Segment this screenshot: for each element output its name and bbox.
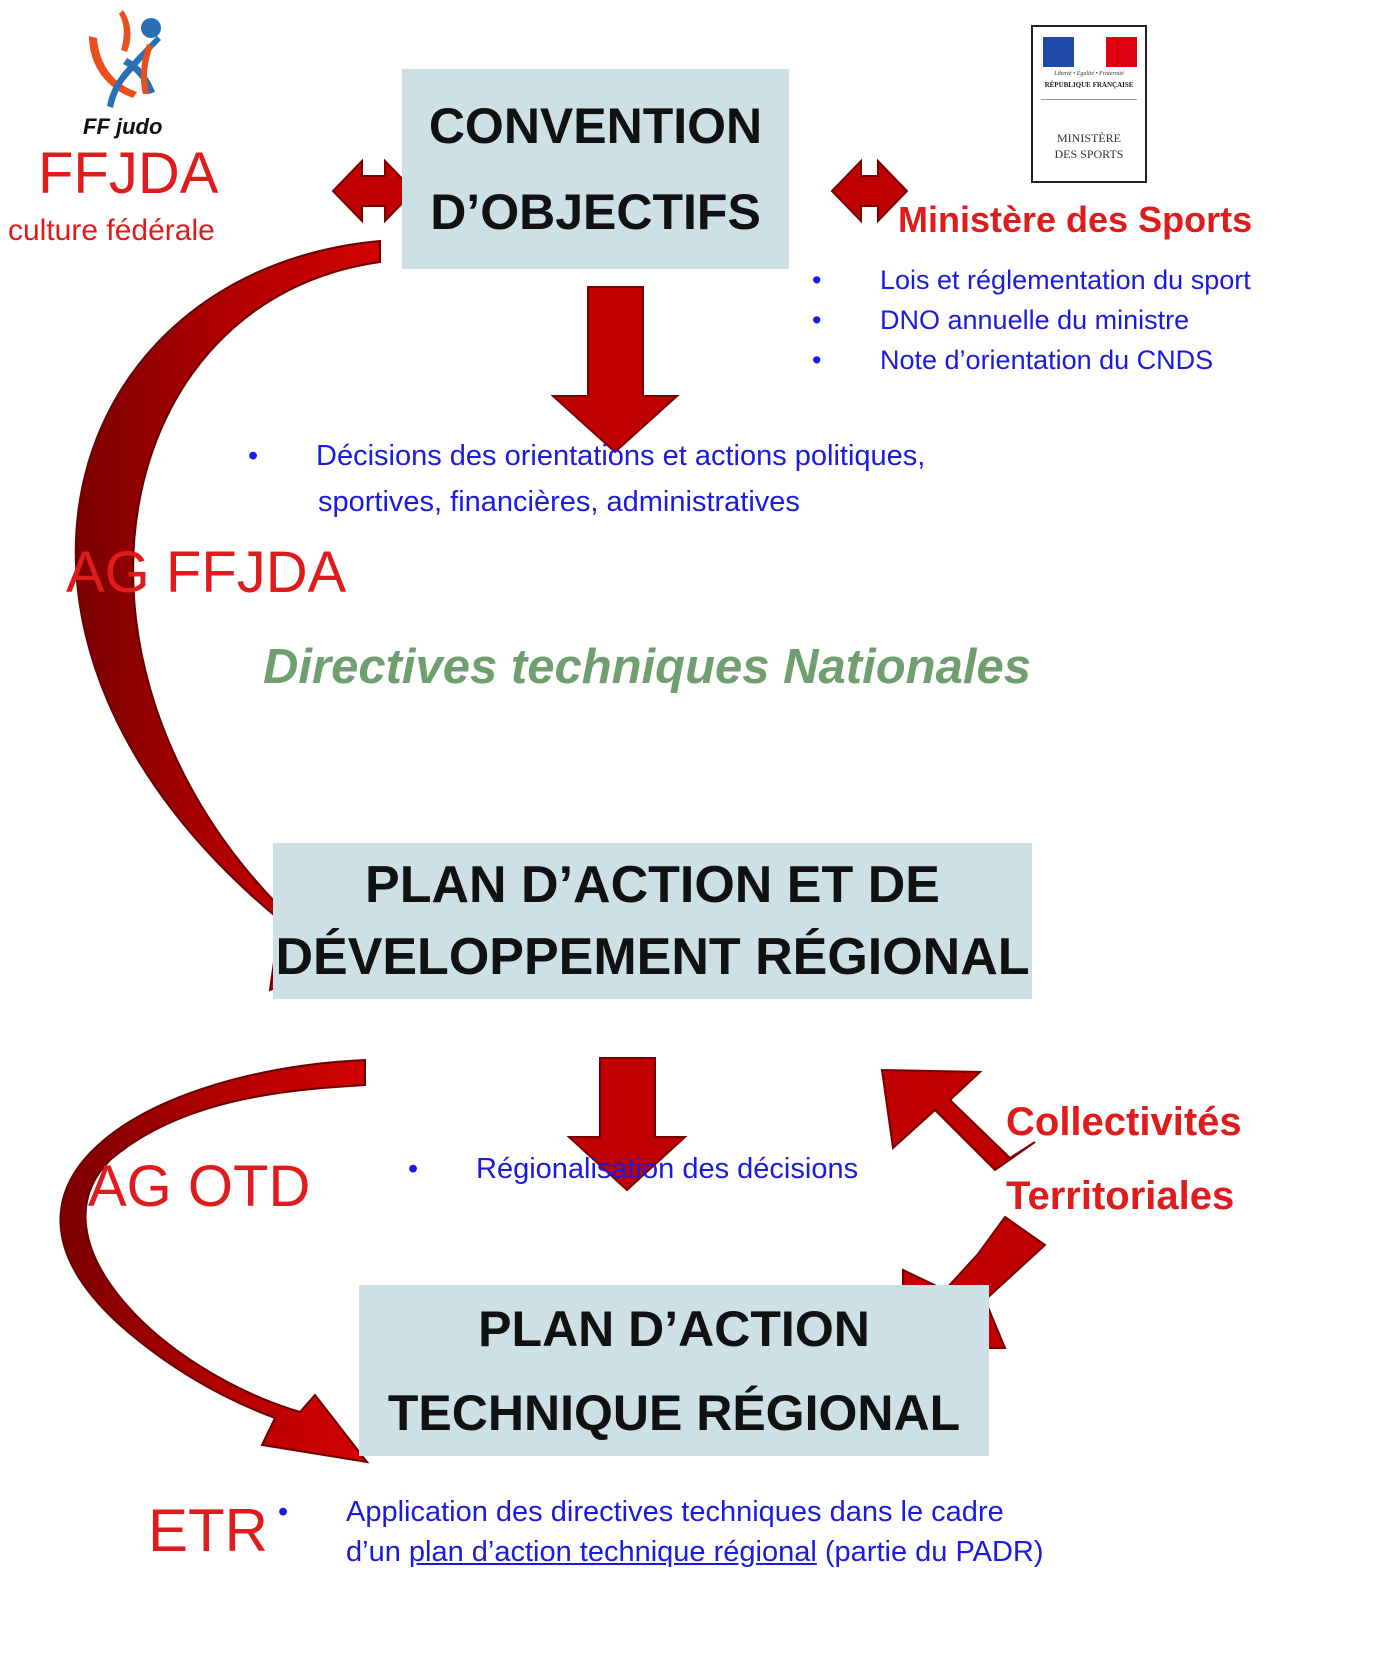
ministry-logo-republic: RÉPUBLIQUE FRANÇAISE [1044, 81, 1134, 89]
patr-line1: PLAN D’ACTION [478, 1300, 870, 1357]
judoka-icon [89, 10, 161, 108]
ministry-logo: Liberté • Égalité • Fraternité RÉPUBLIQU… [1031, 25, 1147, 183]
list-item: Décisions des orientations et actions po… [248, 433, 925, 525]
collectivites-label: Collectivités Territoriales [1006, 1085, 1242, 1233]
french-flag-icon [1043, 37, 1137, 67]
convention-box: CONVENTION D’OBJECTIFS [402, 69, 789, 269]
convention-line2: D’OBJECTIFS [430, 184, 761, 240]
list-item: Application des directives techniques da… [278, 1492, 1044, 1572]
etr-label: ETR [148, 1497, 268, 1564]
down-arrow-convention [550, 286, 680, 454]
ministry-bullet-list: Lois et réglementation du sport DNO annu… [812, 260, 1251, 380]
patr-box: PLAN D’ACTION TECHNIQUE RÉGIONAL [359, 1285, 989, 1456]
list-item: Lois et réglementation du sport [812, 260, 1251, 300]
padr-line1: PLAN D’ACTION ET DE [365, 856, 940, 914]
etr-line2-prefix: d’un [346, 1536, 409, 1568]
ffjda-subtitle: culture fédérale [8, 214, 215, 247]
patr-line2: TECHNIQUE RÉGIONAL [387, 1384, 961, 1441]
ministry-title: Ministère des Sports [898, 199, 1253, 240]
regionalisation-bullet-list: Régionalisation des décisions [408, 1148, 858, 1190]
directives-label: Directives techniques Nationales [263, 640, 1031, 694]
ag-ffjda-label: AG FFJDA [66, 540, 347, 605]
etr-line2: d’un plan d’action technique régional (p… [346, 1532, 1044, 1572]
decisions-line2: sportives, financières, administratives [318, 486, 800, 518]
ffjda-logo: FF judo [75, 6, 175, 146]
ministry-logo-motto: Liberté • Égalité • Fraternité [1054, 71, 1124, 77]
etr-line1: Application des directives techniques da… [346, 1496, 1004, 1528]
collectivites-line1: Collectivités [1006, 1100, 1242, 1144]
collectivites-line2: Territoriales [1006, 1174, 1235, 1218]
list-item: Note d’orientation du CNDS [812, 340, 1251, 380]
ministry-logo-line2: DES SPORTS [1054, 147, 1124, 161]
etr-line2-suffix: (partie du PADR) [816, 1536, 1044, 1568]
double-arrow-right [830, 158, 909, 224]
ministry-logo-line1: MINISTÈRE [1057, 131, 1121, 145]
decisions-bullet-list: Décisions des orientations et actions po… [248, 433, 925, 525]
decisions-line1: Décisions des orientations et actions po… [316, 440, 926, 472]
padr-line2: DÉVELOPPEMENT RÉGIONAL [275, 928, 1030, 986]
ag-otd-label: AG OTD [88, 1154, 311, 1219]
list-item: Régionalisation des décisions [408, 1148, 858, 1190]
ffjda-title: FFJDA [38, 141, 219, 206]
curved-arrow-ag-otd [59, 1058, 370, 1464]
etr-bullet-list: Application des directives techniques da… [278, 1492, 1044, 1572]
convention-line1: CONVENTION [428, 98, 763, 154]
arrow-collectivites-to-padr [880, 1068, 1036, 1172]
etr-plan-link[interactable]: plan d’action technique régional [408, 1536, 817, 1568]
list-item: DNO annuelle du ministre [812, 300, 1251, 340]
ffjda-logo-caption: FF judo [83, 114, 163, 139]
padr-box: PLAN D’ACTION ET DE DÉVELOPPEMENT RÉGION… [273, 843, 1032, 999]
